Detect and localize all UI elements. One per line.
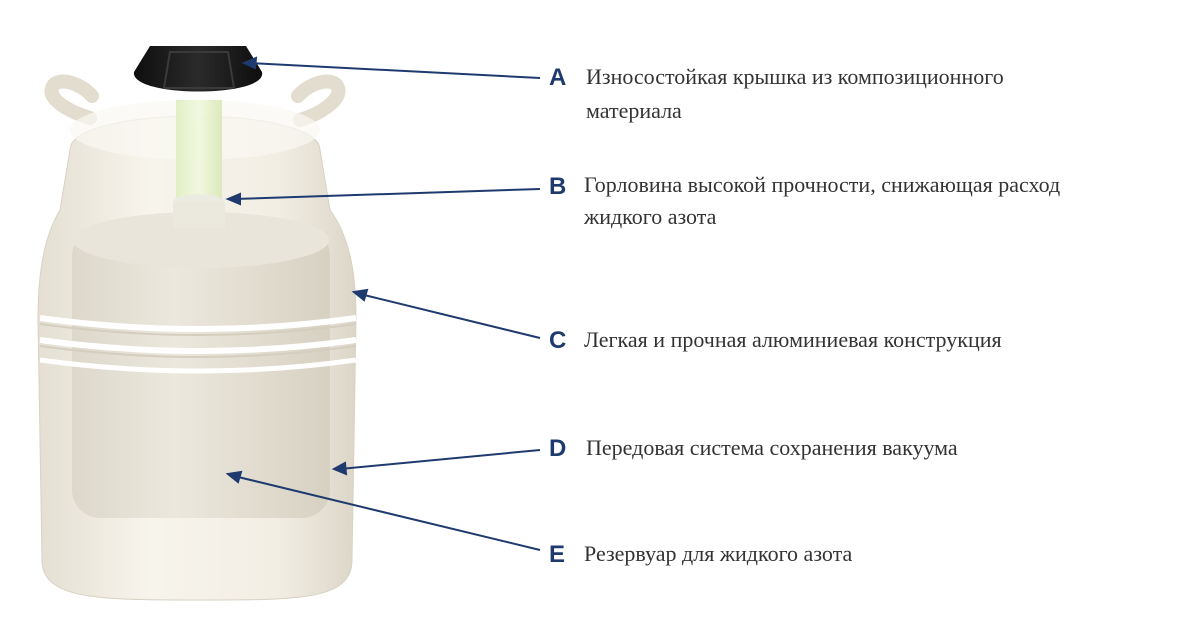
callout-e-line-1: Резервуар для жидкого азота [584,541,853,566]
left-handle [44,74,99,125]
callout-letter-a: A [549,64,567,91]
arrow-d [339,449,541,470]
ring-2 [39,337,357,354]
arrow-a [249,62,541,79]
callout-letter-d: D [549,435,567,462]
callout-a-line-2: материала [586,98,682,123]
arrowhead-b [225,192,241,206]
callout-c-line-1: Легкая и прочная алюминиевая конструкция [584,327,1002,352]
ring-3 [39,357,357,374]
ring-2-shade [39,345,357,358]
arrowhead-c [351,288,369,302]
arrow-e [233,475,541,551]
callout-letter-c: C [549,327,567,354]
callout-letter-b: B [549,173,567,200]
callout-b-line-1: Горловина высокой прочности, снижающая р… [584,172,1061,197]
arrowhead-d [331,461,348,476]
reservoir-top [73,212,329,268]
callout-letter-e: E [549,541,566,568]
callout-d-line-1: Передовая система сохранения вакуума [586,435,958,460]
neck-tube [176,100,222,200]
arrow-b [233,188,541,200]
neck-base-body [173,202,225,228]
ring-1-shade [39,323,357,336]
callout-arrows [225,56,541,551]
arrow-c [359,293,541,339]
callout-a-line-1: Износостойкая крышка из композиционного [586,64,1004,89]
lid-ridge [162,51,236,89]
right-handle [291,74,346,127]
arrowhead-e [225,470,243,484]
ring-1 [39,315,357,332]
arrowhead-a [241,56,258,70]
callout-b-line-2: жидкого азота [584,204,717,229]
